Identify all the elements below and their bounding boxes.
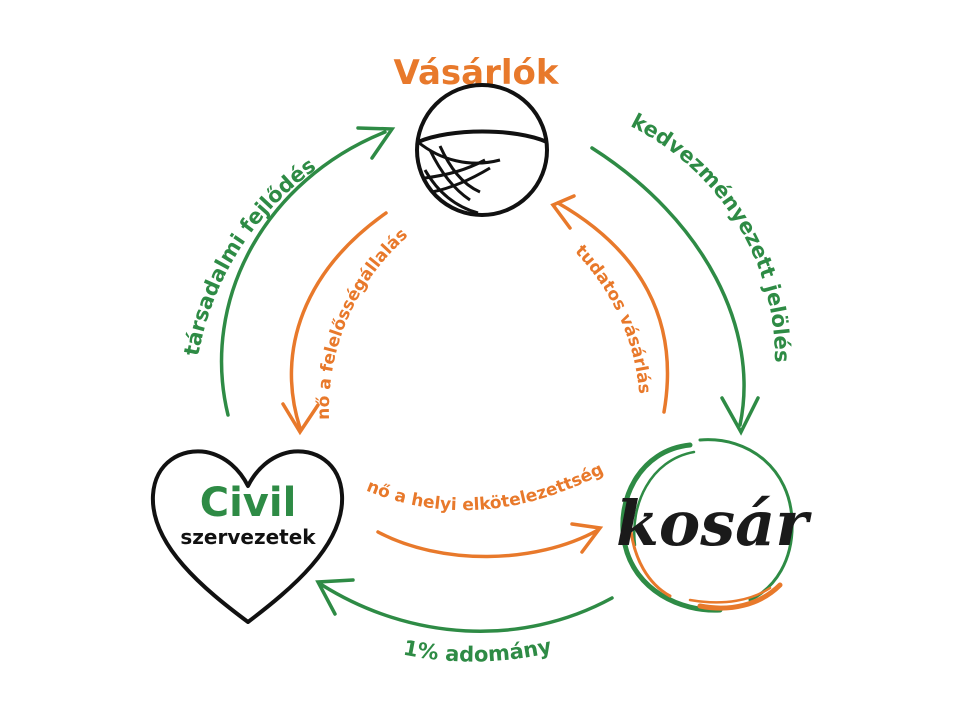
label-kedvezmenyezett-jeloles: kedvezményezett jelölés (627, 109, 794, 363)
kosar-logo-ring (620, 438, 794, 613)
kosar-logo-text: kosár (616, 487, 812, 560)
label-tudatos-vasarlas: tudatos vásárlás (571, 241, 654, 394)
arrow-right-inner (550, 194, 670, 414)
civil-label: Civil (200, 480, 297, 526)
arrow-bottom-outer (315, 578, 614, 634)
label-adomany: 1% adomány (401, 634, 553, 667)
arrow-left-outer (219, 126, 396, 417)
heart-icon (150, 449, 345, 624)
arrow-left-inner (281, 211, 388, 436)
label-felelossegallalas: nő a felelősségállalás (314, 225, 412, 420)
label-helyi-elkotelezettseg: nő a helyi elkötelezettség (364, 460, 607, 516)
arrow-right-outer (590, 146, 760, 436)
arrow-bottom-inner (376, 522, 604, 559)
szervezetek-label: szervezetek (180, 525, 316, 549)
basket-ball-icon (415, 83, 549, 217)
